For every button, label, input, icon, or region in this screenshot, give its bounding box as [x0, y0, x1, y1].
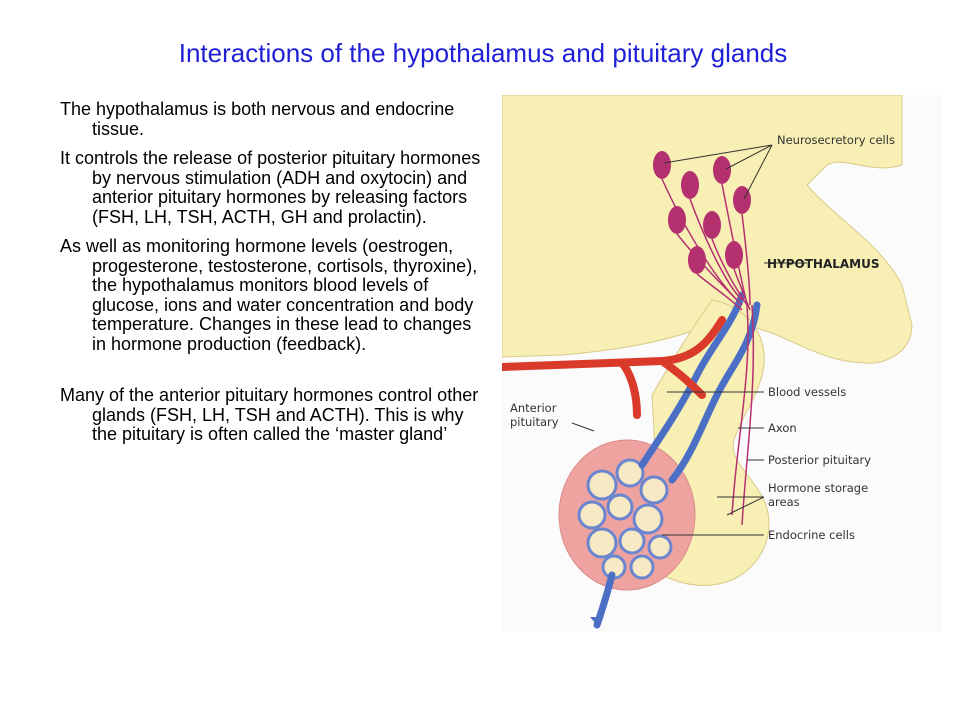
body-text: The hypothalamus is both nervous and end… [60, 99, 485, 455]
label-anterior-pituitary: Anterior pituitary [510, 401, 559, 429]
paragraph-nervous-endocrine: The hypothalamus is both nervous and end… [60, 99, 455, 139]
endocrine-cell-clusters [577, 458, 673, 580]
axons [661, 178, 755, 526]
paragraph-hormone-release: It controls the release of posterior pit… [60, 148, 481, 227]
label-hormone-storage-areas: Hormone storage areas [768, 481, 869, 509]
leader-lines [571, 144, 807, 536]
label-endocrine-cells: Endocrine cells [768, 528, 855, 542]
label-axon: Axon [768, 421, 797, 435]
outflow-arrow [590, 617, 604, 625]
label-neurosecretory-cells: Neurosecretory cells [777, 133, 895, 147]
hypothalamus-pituitary-diagram: Neurosecretory cells HYPOTHALAMUS Anteri… [502, 95, 942, 632]
slide-title: Interactions of the hypothalamus and pit… [178, 38, 788, 68]
neurosecretory-cells [653, 151, 751, 274]
paragraph-master-gland: Many of the anterior pituitary hormones … [60, 385, 479, 444]
paragraph-monitoring: As well as monitoring hormone levels (oe… [60, 236, 478, 354]
label-blood-vessels: Blood vessels [768, 385, 847, 399]
diagram-illustration [502, 95, 913, 629]
label-hypothalamus: HYPOTHALAMUS [767, 257, 880, 271]
label-posterior-pituitary: Posterior pituitary [768, 453, 872, 467]
